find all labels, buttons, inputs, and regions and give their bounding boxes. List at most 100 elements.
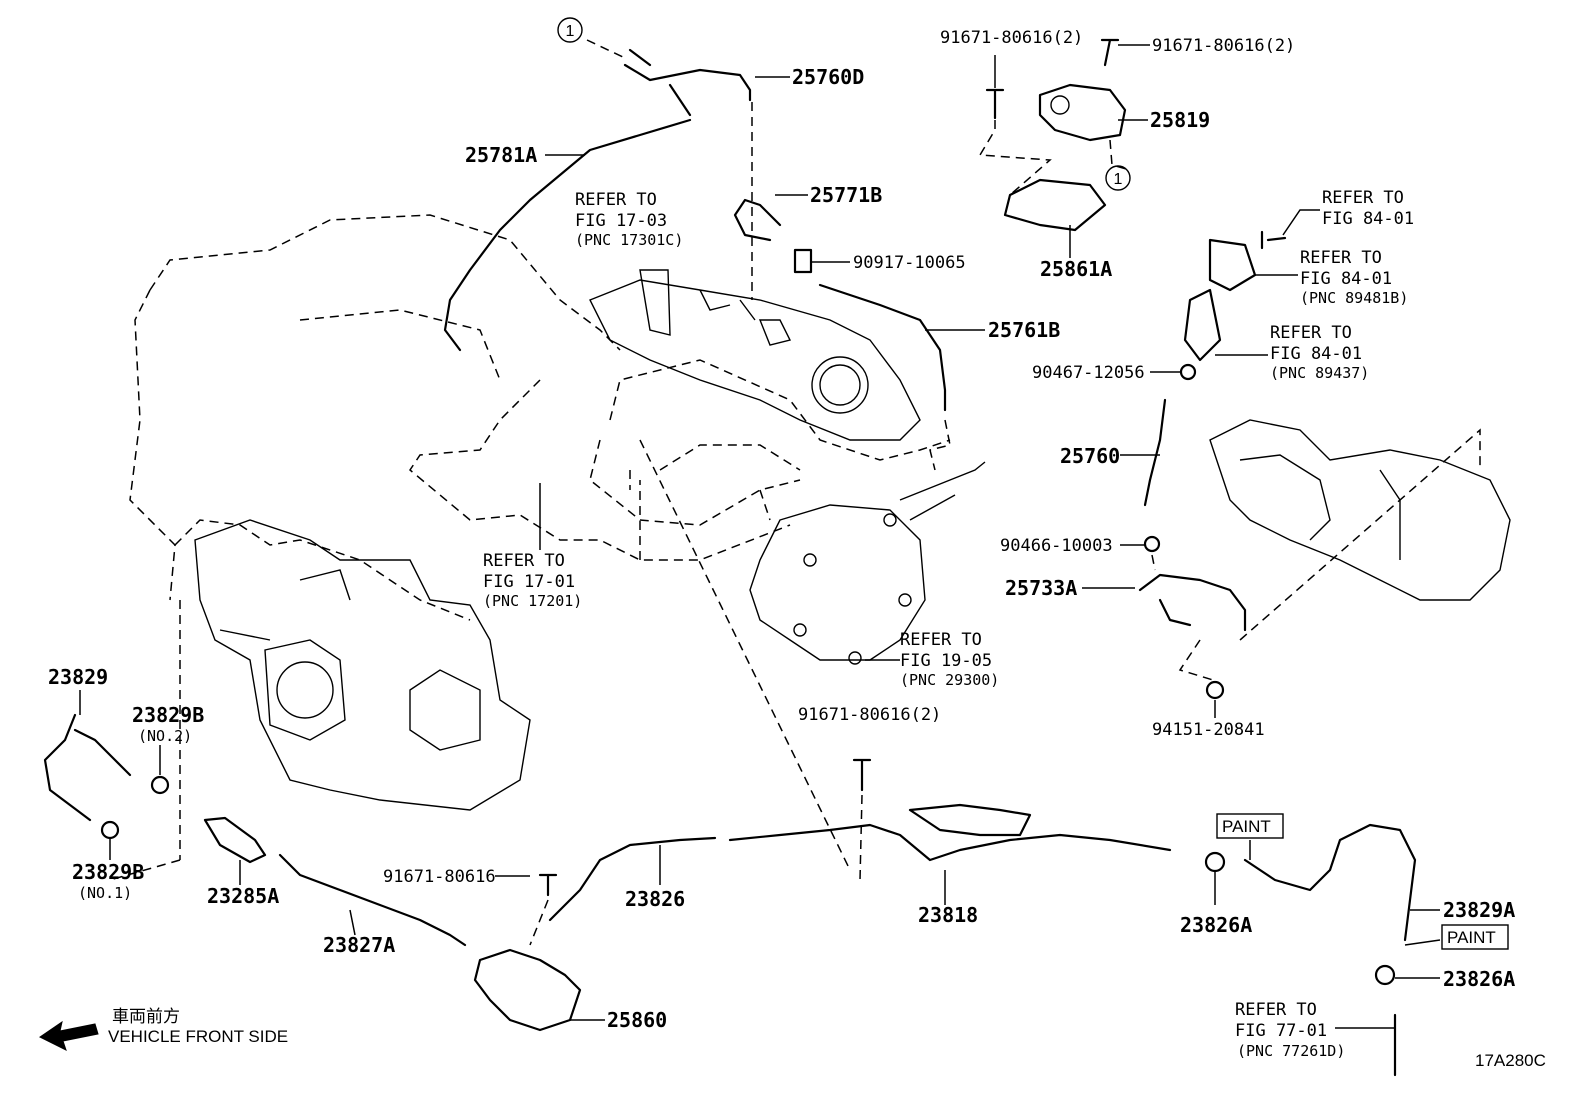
label-25760: 25760 [1060, 444, 1120, 468]
vsv-25860 [473, 948, 582, 1032]
svg-text:(PNC 17301C): (PNC 17301C) [575, 231, 683, 249]
label-25771b: 25771B [810, 183, 882, 207]
svg-text:FIG 17-01: FIG 17-01 [483, 572, 575, 592]
svg-text:REFER TO: REFER TO [1235, 1000, 1317, 1020]
label-25760d: 25760D [792, 65, 864, 89]
hose-25781a [443, 118, 692, 352]
svg-text:FIG 19-05: FIG 19-05 [900, 651, 992, 671]
front-label-en: VEHICLE FRONT SIDE [108, 1027, 288, 1046]
label-23829: 23829 [48, 665, 108, 689]
label-25860: 25860 [607, 1008, 667, 1032]
label-23829b-no1: 23829B [72, 860, 144, 884]
label-25761b: 25761B [988, 318, 1060, 342]
label-23285a: 23285A [207, 884, 279, 908]
label-23829b-no1-qualifier: (NO.1) [78, 884, 132, 902]
hose-25760d [623, 63, 752, 102]
label-91671-80616-a: 91671-80616(2) [940, 28, 1083, 48]
front-label-jp: 車両前方 [112, 1007, 180, 1026]
svg-text:(PNC 29300): (PNC 29300) [900, 671, 999, 689]
paint-tag-2: PAINT [1441, 924, 1509, 950]
sensor-23285a [203, 816, 267, 864]
bolt-refer-8401 [1260, 230, 1287, 250]
figure-code: 17A280C [1475, 1051, 1546, 1070]
pipe-23818 [728, 823, 1172, 862]
hose-23826 [548, 836, 717, 922]
svg-text:FIG 17-03: FIG 17-03 [575, 211, 667, 231]
svg-text:PAINT: PAINT [1222, 817, 1271, 836]
label-23829b-no2: 23829B [132, 703, 204, 727]
svg-text:FIG 84-01: FIG 84-01 [1322, 209, 1414, 229]
label-23826a-1: 23826A [1180, 913, 1252, 937]
label-90466-10003: 90466-10003 [1000, 536, 1113, 556]
svg-text:REFER TO: REFER TO [1322, 188, 1404, 208]
svg-text:(PNC 77261D): (PNC 77261D) [1237, 1042, 1345, 1060]
svg-text:FIG 84-01: FIG 84-01 [1300, 269, 1392, 289]
bracket-89437 [1183, 288, 1222, 362]
pressure-sensor-25819 [1038, 83, 1127, 142]
label-23826a-2: 23826A [1443, 967, 1515, 991]
svg-text:(PNC 89437): (PNC 89437) [1270, 364, 1369, 382]
label-90467-12056: 90467-12056 [1032, 363, 1145, 383]
engine-block-outline [129, 214, 951, 860]
hose-25761b [818, 283, 947, 412]
label-91671-80616-c: 91671-80616 [383, 867, 496, 887]
bolt-91671-a [985, 88, 1005, 120]
svg-text:(PNC 89481B): (PNC 89481B) [1300, 289, 1408, 307]
label-91671-80616-b: 91671-80616(2) [1152, 36, 1295, 56]
label-23827a: 23827A [323, 933, 395, 957]
intake-manifold [589, 269, 921, 441]
label-94151-20841: 94151-20841 [1152, 720, 1265, 740]
vehicle-front-indicator: 車両前方 VEHICLE FRONT SIDE [39, 1007, 288, 1051]
clamp-23826a-2 [1374, 964, 1396, 986]
svg-text:REFER TO: REFER TO [1300, 248, 1382, 268]
hose-25771b [733, 198, 782, 242]
pipe-25733a [1138, 573, 1247, 632]
exhaust-manifold [1209, 419, 1511, 641]
nut-94151 [1205, 680, 1225, 700]
clamp-23829b-no2 [150, 775, 170, 795]
label-23829a: 23829A [1443, 898, 1515, 922]
label-23829b-no2-qualifier: (NO.2) [138, 727, 192, 745]
refer-fig-84-01-a: REFER TO FIG 84-01 [1322, 188, 1414, 229]
refer-fig-19-05: REFER TO FIG 19-05 (PNC 29300) [900, 630, 999, 689]
clamp-90466 [1143, 535, 1161, 553]
pipe-25733a-bracket [1158, 598, 1192, 627]
label-23826: 23826 [625, 887, 685, 911]
svg-text:REFER TO: REFER TO [1270, 323, 1352, 343]
svg-text:1: 1 [566, 23, 575, 40]
bolt-91671-c [538, 873, 558, 897]
hose-25760 [1143, 398, 1167, 507]
svg-text:REFER TO: REFER TO [575, 190, 657, 210]
refer-fig-17-01: REFER TO FIG 17-01 (PNC 17201) [483, 551, 582, 610]
refer-fig-84-01-b: REFER TO FIG 84-01 (PNC 89481B) [1300, 248, 1408, 307]
vsv-sensor [1208, 238, 1257, 292]
label-90917-10065: 90917-10065 [853, 253, 966, 273]
svg-text:REFER TO: REFER TO [900, 630, 982, 650]
svg-text:FIG 84-01: FIG 84-01 [1270, 344, 1362, 364]
engine-lower-housing [194, 519, 531, 811]
paint-tag-1: PAINT [1216, 813, 1284, 839]
clamp-23829b-no1 [100, 820, 120, 840]
hose-25760d-branch [628, 48, 692, 117]
label-25781a: 25781A [465, 143, 537, 167]
svg-text:FIG 77-01: FIG 77-01 [1235, 1021, 1327, 1041]
label-91671-80616-d: 91671-80616(2) [798, 705, 941, 725]
hose-23829-branch [73, 728, 132, 777]
clamp-23826a-1 [1204, 851, 1226, 873]
svg-text:PAINT: PAINT [1447, 928, 1496, 947]
bracket-25861a [1003, 178, 1107, 232]
clamp-90467 [1179, 363, 1197, 381]
svg-text:(PNC 17201): (PNC 17201) [483, 592, 582, 610]
callout-circle-1-right: 1 [1105, 165, 1131, 191]
bolt-91671-d [852, 758, 872, 792]
front-arrow-icon [39, 1020, 99, 1051]
callout-circle-1-top: 1 [557, 17, 583, 43]
leader-lines [79, 44, 1441, 1029]
svg-text:1: 1 [1114, 171, 1123, 188]
refer-fig-17-03: REFER TO FIG 17-03 (PNC 17301C) [575, 190, 683, 249]
label-23818: 23818 [918, 903, 978, 927]
check-valve-90917 [793, 248, 813, 274]
bolt-91671-b [1100, 38, 1120, 67]
hose-23827a [278, 853, 467, 947]
